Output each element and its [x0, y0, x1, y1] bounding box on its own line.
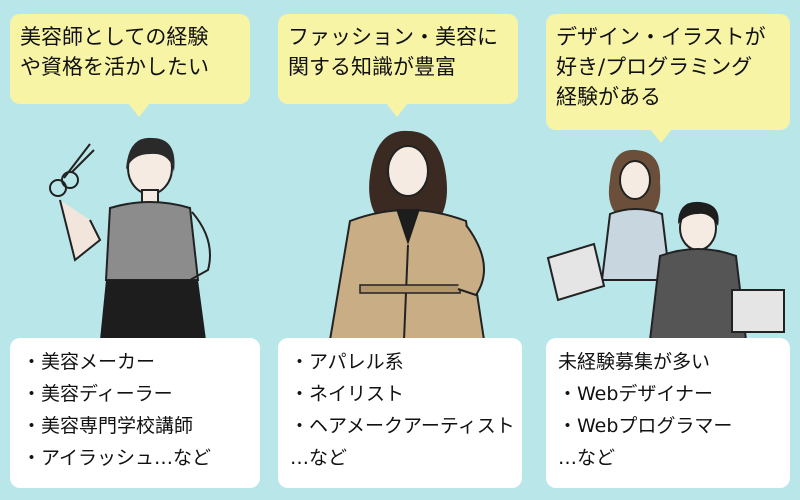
list-item: …など — [290, 447, 348, 469]
laptop-icon — [546, 242, 606, 302]
list-item: ・アイラッシュ…など — [22, 447, 212, 469]
coat-belt — [359, 284, 461, 294]
bubble-line: 好き/プログラミング — [556, 55, 753, 79]
woman-head — [619, 160, 651, 200]
designers-illustration — [546, 149, 785, 340]
bubble-line: デザイン・イラストが — [556, 25, 766, 49]
list-item: ・Webプログラマー — [558, 415, 733, 437]
bubble-line: や資格を活かしたい — [20, 55, 209, 79]
list-item: 未経験募集が多い — [558, 351, 711, 373]
scissors-icon — [49, 143, 95, 197]
black-skirt — [100, 280, 206, 340]
man-hair — [678, 201, 719, 226]
raised-arm — [59, 199, 102, 262]
hairdresser-illustration — [49, 137, 211, 340]
speech-bubble-hairdresser: 美容師としての経験 や資格を活かしたい — [10, 14, 250, 117]
hair — [126, 137, 175, 172]
bubble-line: ファッション・美容に — [288, 25, 498, 49]
list-item: ・アパレル系 — [290, 351, 404, 373]
list-item: ・Webデザイナー — [558, 383, 714, 405]
fashion-illustration — [328, 130, 486, 340]
job-list-design: 未経験募集が多い ・Webデザイナー ・Webプログラマー …など — [546, 338, 790, 488]
list-item: ・ネイリスト — [290, 383, 405, 405]
bubble-line: 関する知識が豊富 — [288, 55, 456, 79]
speech-bubble-fashion: ファッション・美容に 関する知識が豊富 — [278, 14, 518, 117]
bubble-line: 美容師としての経験 — [20, 25, 209, 49]
list-item: ・ヘアメークアーティスト — [290, 415, 515, 437]
laptop-icon — [731, 289, 785, 333]
list-item: ・美容ディーラー — [22, 383, 173, 405]
list-item: ・美容専門学校講師 — [22, 415, 194, 437]
gray-top — [104, 201, 200, 281]
speech-bubble-design: デザイン・イラストが 好き/プログラミング 経験がある — [546, 14, 790, 143]
list-item: ・美容メーカー — [22, 351, 156, 373]
list-item: …など — [558, 447, 616, 469]
bubble-line: 経験がある — [556, 85, 661, 109]
head — [387, 145, 429, 197]
job-list-fashion: ・アパレル系 ・ネイリスト ・ヘアメークアーティスト …など — [278, 338, 522, 488]
job-list-hairdresser: ・美容メーカー ・美容ディーラー ・美容専門学校講師 ・アイラッシュ…など — [10, 338, 260, 488]
